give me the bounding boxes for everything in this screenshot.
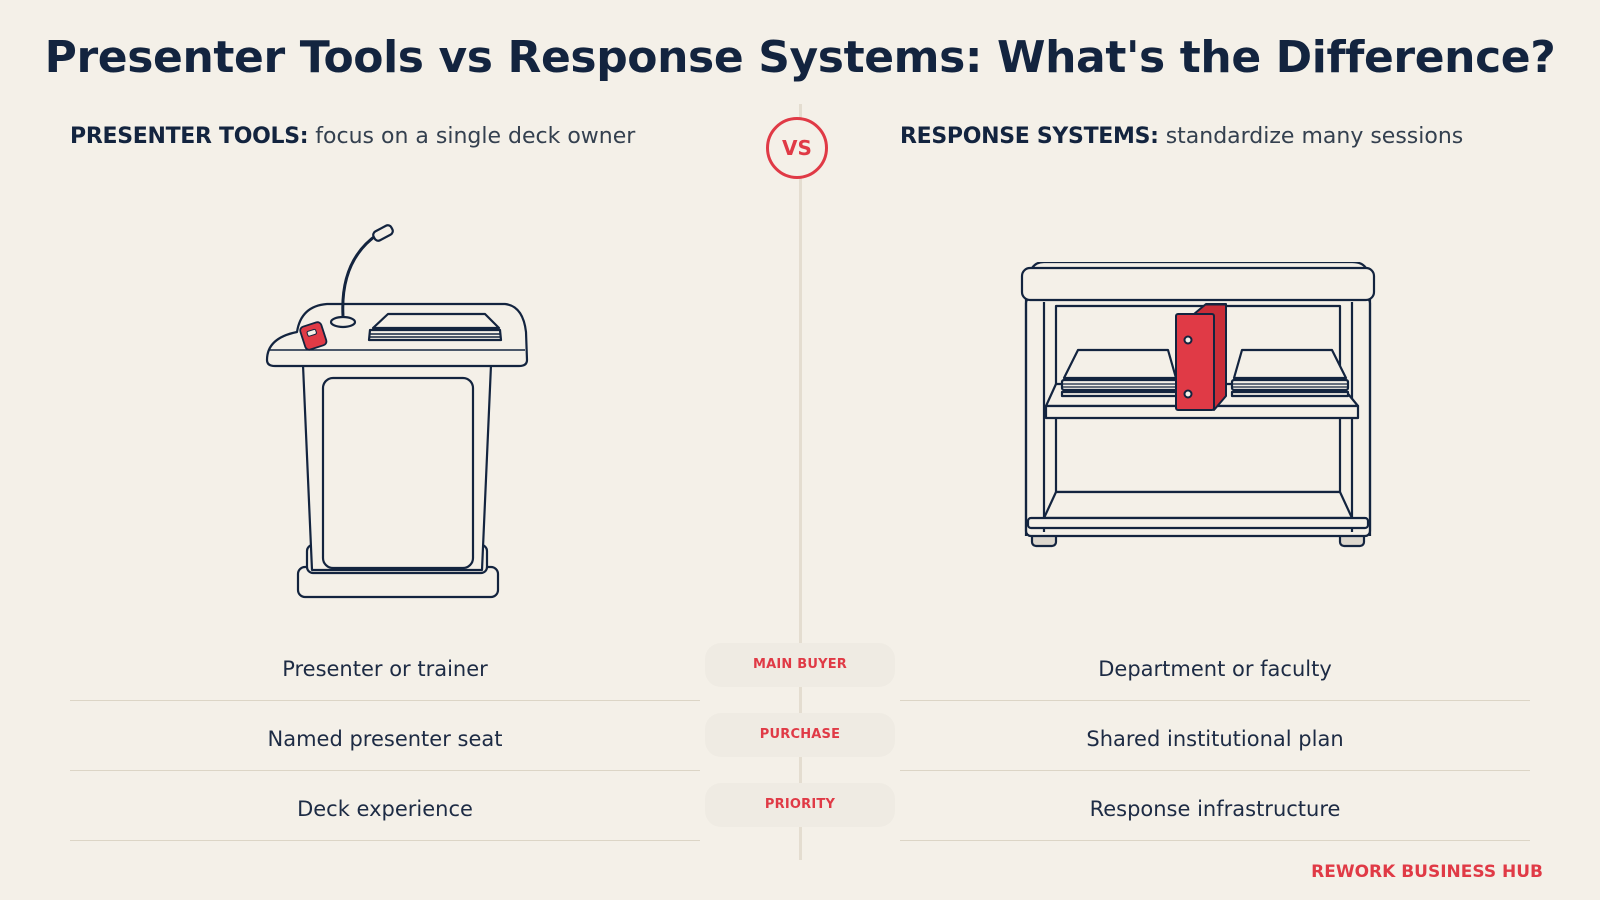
- left-heading-lead: PRESENTER TOOLS:: [70, 124, 309, 149]
- vs-badge: VS: [766, 117, 828, 179]
- row-divider-left: [70, 840, 700, 841]
- right-heading-rest: standardize many sessions: [1165, 124, 1464, 149]
- row-divider-right: [900, 840, 1530, 841]
- left-heading: PRESENTER TOOLS: focus on a single deck …: [70, 124, 635, 149]
- row-divider-right: [900, 770, 1530, 771]
- row-main-buyer-label: MAIN BUYER: [705, 643, 895, 687]
- row-priority-label: PRIORITY: [705, 783, 895, 827]
- row-divider-left: [70, 700, 700, 701]
- podium-with-microphone-icon: [265, 224, 529, 599]
- row-main-buyer-left: Presenter or trainer: [282, 657, 488, 681]
- right-heading-lead: RESPONSE SYSTEMS:: [900, 124, 1159, 149]
- row-main-buyer-right: Department or faculty: [1098, 657, 1332, 681]
- brand-label: REWORK BUSINESS HUB: [1311, 862, 1543, 882]
- right-heading: RESPONSE SYSTEMS: standardize many sessi…: [900, 124, 1463, 149]
- row-purchase-right: Shared institutional plan: [1086, 727, 1344, 751]
- row-divider-right: [900, 700, 1530, 701]
- row-priority-right: Response infrastructure: [1089, 797, 1341, 821]
- row-purchase-label: PURCHASE: [705, 713, 895, 757]
- row-divider-left: [70, 770, 700, 771]
- left-heading-rest: focus on a single deck owner: [315, 124, 636, 149]
- row-priority-left: Deck experience: [297, 797, 473, 821]
- row-purchase-left: Named presenter seat: [267, 727, 503, 751]
- page-title: Presenter Tools vs Response Systems: Wha…: [44, 32, 1556, 83]
- bookshelf-with-binder-icon: [1020, 262, 1376, 548]
- center-divider: [799, 104, 802, 860]
